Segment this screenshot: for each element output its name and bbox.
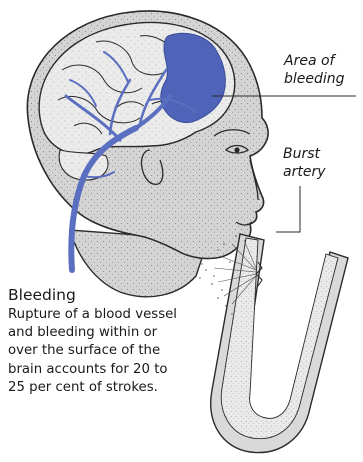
burst-artery-leader	[276, 186, 300, 232]
burst-artery-label: Burst artery	[283, 145, 343, 181]
caption-block: Bleeding Rupture of a blood vessel and b…	[8, 286, 178, 397]
bleeding-area-label: Area of bleeding	[284, 52, 354, 88]
pupil	[234, 147, 239, 152]
caption-heading: Bleeding	[8, 286, 178, 305]
burst-artery-illustration	[199, 234, 348, 453]
head-profile-illustration	[27, 11, 268, 297]
caption-body: Rupture of a blood vessel and bleeding w…	[8, 306, 178, 397]
